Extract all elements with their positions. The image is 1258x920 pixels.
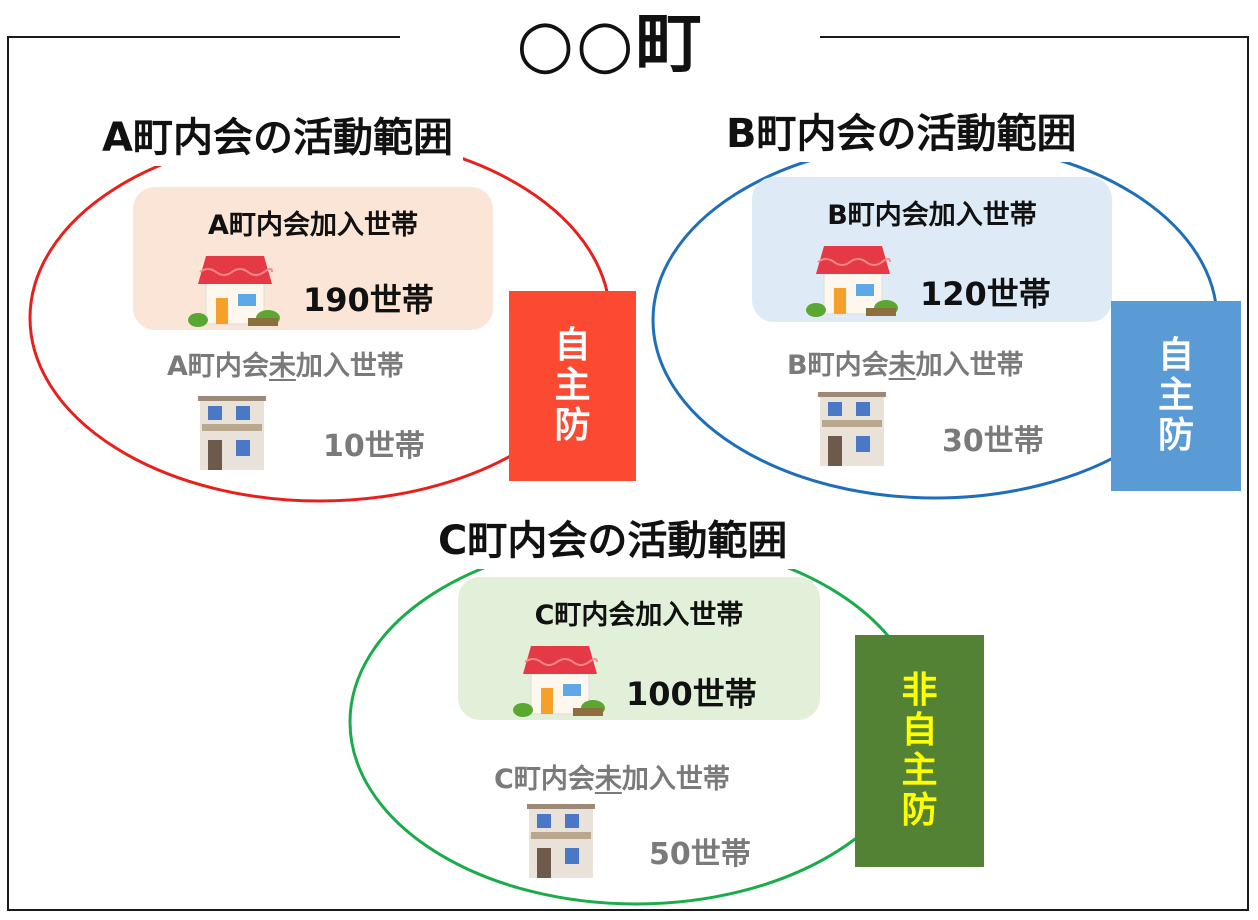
area-b-unjoined-label: B町内会未加入世帯 [787,350,1024,381]
area-a-joined-label: A町内会加入世帯 [208,210,418,241]
area-c-title: C町内会の活動範囲 [428,513,798,569]
area-a-unjoined-count: 10世帯 [323,429,425,464]
area-a-joined-panel: A町内会加入世帯 190世帯 [133,187,493,330]
area-b-joined-panel: B町内会加入世帯 120世帯 [752,177,1112,322]
apartment-icon [818,392,886,466]
area-b-joined-count: 120世帯 [920,275,1051,313]
area-a-title: A町内会の活動範囲 [92,110,463,166]
area-b-joined-label: B町内会加入世帯 [827,200,1037,231]
area-b-unjoined-count: 30世帯 [942,424,1044,459]
area-c-unjoined-label: C町内会未加入世帯 [494,764,730,795]
area-c-badge-char: 非 [901,670,938,711]
area-b-title: B町内会の活動範囲 [716,106,1087,162]
area-b-badge-char: 自 [1157,335,1194,376]
area-c-unjoined-count: 50世帯 [649,837,751,872]
area-c-joined-panel: C町内会加入世帯 100世帯 [458,577,820,720]
area-c-badge: 非 自 主 防 [855,635,984,867]
area-c-joined-label: C町内会加入世帯 [534,600,744,631]
town-title: ○○町 [516,5,704,82]
area-a-joined-count: 190世帯 [303,281,434,319]
area-a-badge-char: 自 [554,325,591,366]
area-b-badge-char: 主 [1157,375,1194,416]
area-a-badge-char: 主 [554,365,591,406]
house-icon [513,646,605,717]
area-c-joined-count: 100世帯 [626,675,757,713]
area-b-badge-char: 防 [1157,415,1194,456]
area-a-unjoined-label: A町内会未加入世帯 [167,351,404,382]
area-a-badge: 自 主 防 [509,291,636,481]
area-c-badge-char: 主 [901,750,938,791]
area-b-badge: 自 主 防 [1111,301,1241,491]
apartment-icon [198,396,266,470]
apartment-icon [527,804,595,878]
area-c-badge-char: 防 [901,790,938,831]
house-icon [806,246,898,317]
area-a-badge-char: 防 [554,405,591,446]
house-icon [188,256,280,327]
area-c-badge-char: 自 [901,710,938,751]
